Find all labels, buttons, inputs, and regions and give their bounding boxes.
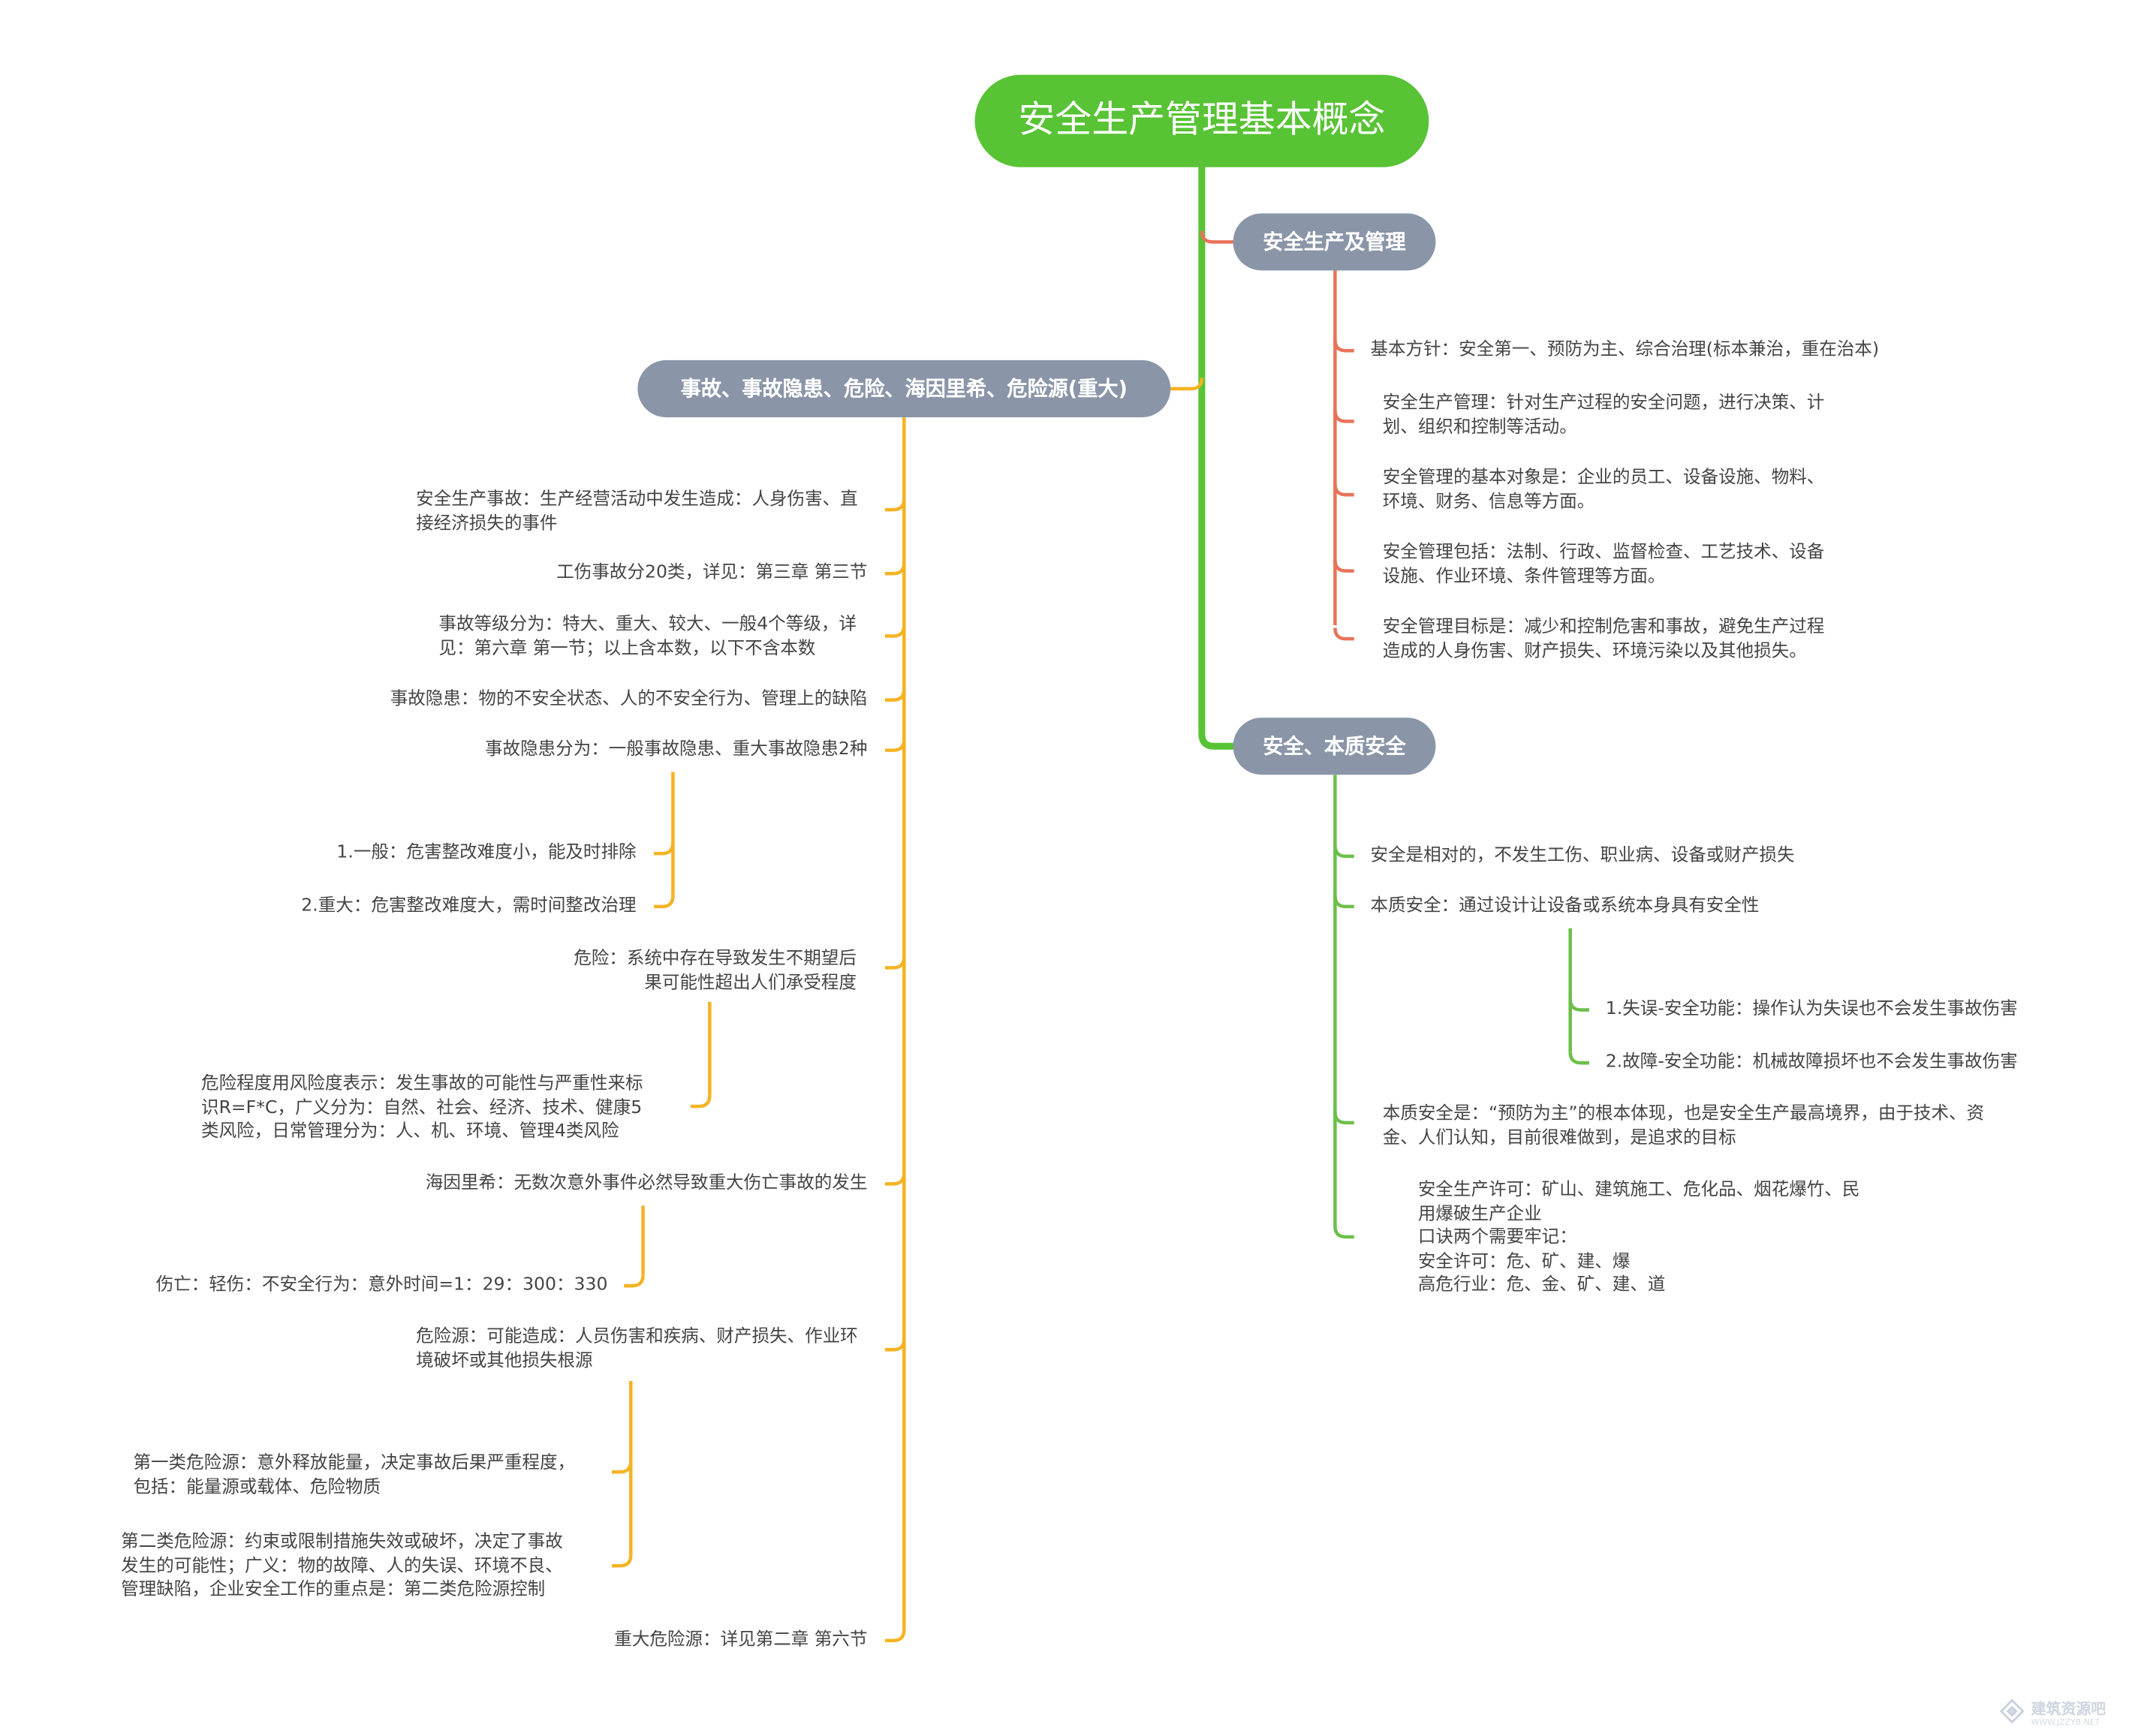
branch-intrinsic-safety[interactable]: 安全、本质安全 bbox=[1233, 718, 1436, 775]
watermark-logo-icon bbox=[1999, 1698, 2025, 1724]
leaf-production-accident[interactable]: 安全生产事故：生产经营活动中发生造成：人身伤害、直接经济损失的事件 bbox=[416, 489, 858, 534]
leaf-fault-safe[interactable]: 2.故障-安全功能：机械故障损坏也不会发生事故伤害 bbox=[1605, 1052, 2018, 1073]
trunk-to-b1 bbox=[1200, 230, 1235, 244]
leaf-second-hazard[interactable]: 第二类危险源：约束或限制措施失效或破坏，决定了事故发生的可能性；广义：物的故障、… bbox=[121, 1531, 563, 1600]
leaf-management-goal[interactable]: 安全管理目标是：减少和控制危害和事故，避免生产过程造成的人身伤害、财产损失、环境… bbox=[1382, 617, 1825, 662]
leaf-hazard-source[interactable]: 危险源：可能造成：人员伤害和疾病、财产损失、作业环境破坏或其他损失根源 bbox=[416, 1326, 858, 1371]
watermark-url: WWW.JZZYB.NET bbox=[2031, 1718, 2100, 1728]
leaf-safety-license[interactable]: 安全生产许可：矿山、建筑施工、危化品、烟花爆竹、民用爆破生产企业口诀两个需要牢记… bbox=[1417, 1179, 1860, 1295]
leaf-hidden-danger-types[interactable]: 事故隐患分为：一般事故隐患、重大事故隐患2种 bbox=[485, 739, 868, 760]
leaf-safety-management[interactable]: 安全生产管理：针对生产过程的安全问题，进行决策、计划、组织和控制等活动。 bbox=[1382, 393, 1825, 438]
leaf-first-hazard[interactable]: 第一类危险源：意外释放能量，决定事故后果严重程度，包括：能量源或载体、危险物质 bbox=[133, 1452, 576, 1497]
leaf-major-hazard[interactable]: 重大危险源：详见第二章 第六节 bbox=[614, 1629, 868, 1650]
leaf-fail-safe[interactable]: 1.失误-安全功能：操作认为失误也不会发生事故伤害 bbox=[1605, 999, 2018, 1020]
leaf-intrinsic-essence[interactable]: 本质安全是：“预防为主”的根本体现，也是安全生产最高境界，由于技术、资金、人们认… bbox=[1382, 1103, 1985, 1148]
trunk-to-b3 bbox=[1169, 378, 1204, 391]
leaf-major-danger[interactable]: 2.重大：危害整改难度大，需时间整改治理 bbox=[301, 895, 637, 916]
leaf-general-danger[interactable]: 1.一般：危害整改难度小，能及时排除 bbox=[336, 842, 637, 863]
leaf-heinrich-ratio[interactable]: 伤亡：轻伤：不安全行为：意外时间=1：29：300：330 bbox=[155, 1274, 608, 1295]
trunk-line bbox=[1198, 164, 1238, 750]
leaf-safety-relative[interactable]: 安全是相对的，不发生工伤、职业病、设备或财产损失 bbox=[1370, 845, 1795, 866]
leaf-management-includes[interactable]: 安全管理包括：法制、行政、监督检查、工艺技术、设备设施、作业环境、条件管理等方面… bbox=[1382, 542, 1825, 587]
branch-accident-hazard[interactable]: 事故、事故隐患、危险、海因里希、危险源(重大) bbox=[637, 360, 1171, 417]
leaf-danger[interactable]: 危险：系统中存在导致发生不期望后果可能性超出人们承受程度 bbox=[574, 949, 857, 993]
leaf-risk-degree[interactable]: 危险程度用风险度表示：发生事故的可能性与严重性来标识R=F*C，广义分为：自然、… bbox=[201, 1073, 643, 1142]
leaf-hidden-danger[interactable]: 事故隐患：物的不安全状态、人的不安全行为、管理上的缺陷 bbox=[390, 689, 868, 710]
leaf-basic-policy[interactable]: 基本方针：安全第一、预防为主、综合治理(标本兼治，重在治本) bbox=[1370, 339, 1880, 360]
leaf-accident-levels[interactable]: 事故等级分为：特大、重大、较大、一般4个等级，详见：第六章 第一节；以上含本数，… bbox=[438, 614, 857, 659]
branch-safety-production[interactable]: 安全生产及管理 bbox=[1233, 213, 1436, 271]
leaf-intrinsic-safety[interactable]: 本质安全：通过设计让设备或系统本身具有安全性 bbox=[1370, 895, 1760, 916]
leaf-heinrich[interactable]: 海因里希：无数次意外事件必然导致重大伤亡事故的发生 bbox=[425, 1172, 868, 1194]
root-topic[interactable]: 安全生产管理基本概念 bbox=[974, 74, 1429, 167]
leaf-management-objects[interactable]: 安全管理的基本对象是：企业的员工、设备设施、物料、环境、财务、信息等方面。 bbox=[1382, 467, 1825, 512]
watermark-text: 建筑资源吧 bbox=[2031, 1700, 2106, 1719]
leaf-injury-types[interactable]: 工伤事故分20类，详见：第三章 第三节 bbox=[556, 562, 868, 583]
